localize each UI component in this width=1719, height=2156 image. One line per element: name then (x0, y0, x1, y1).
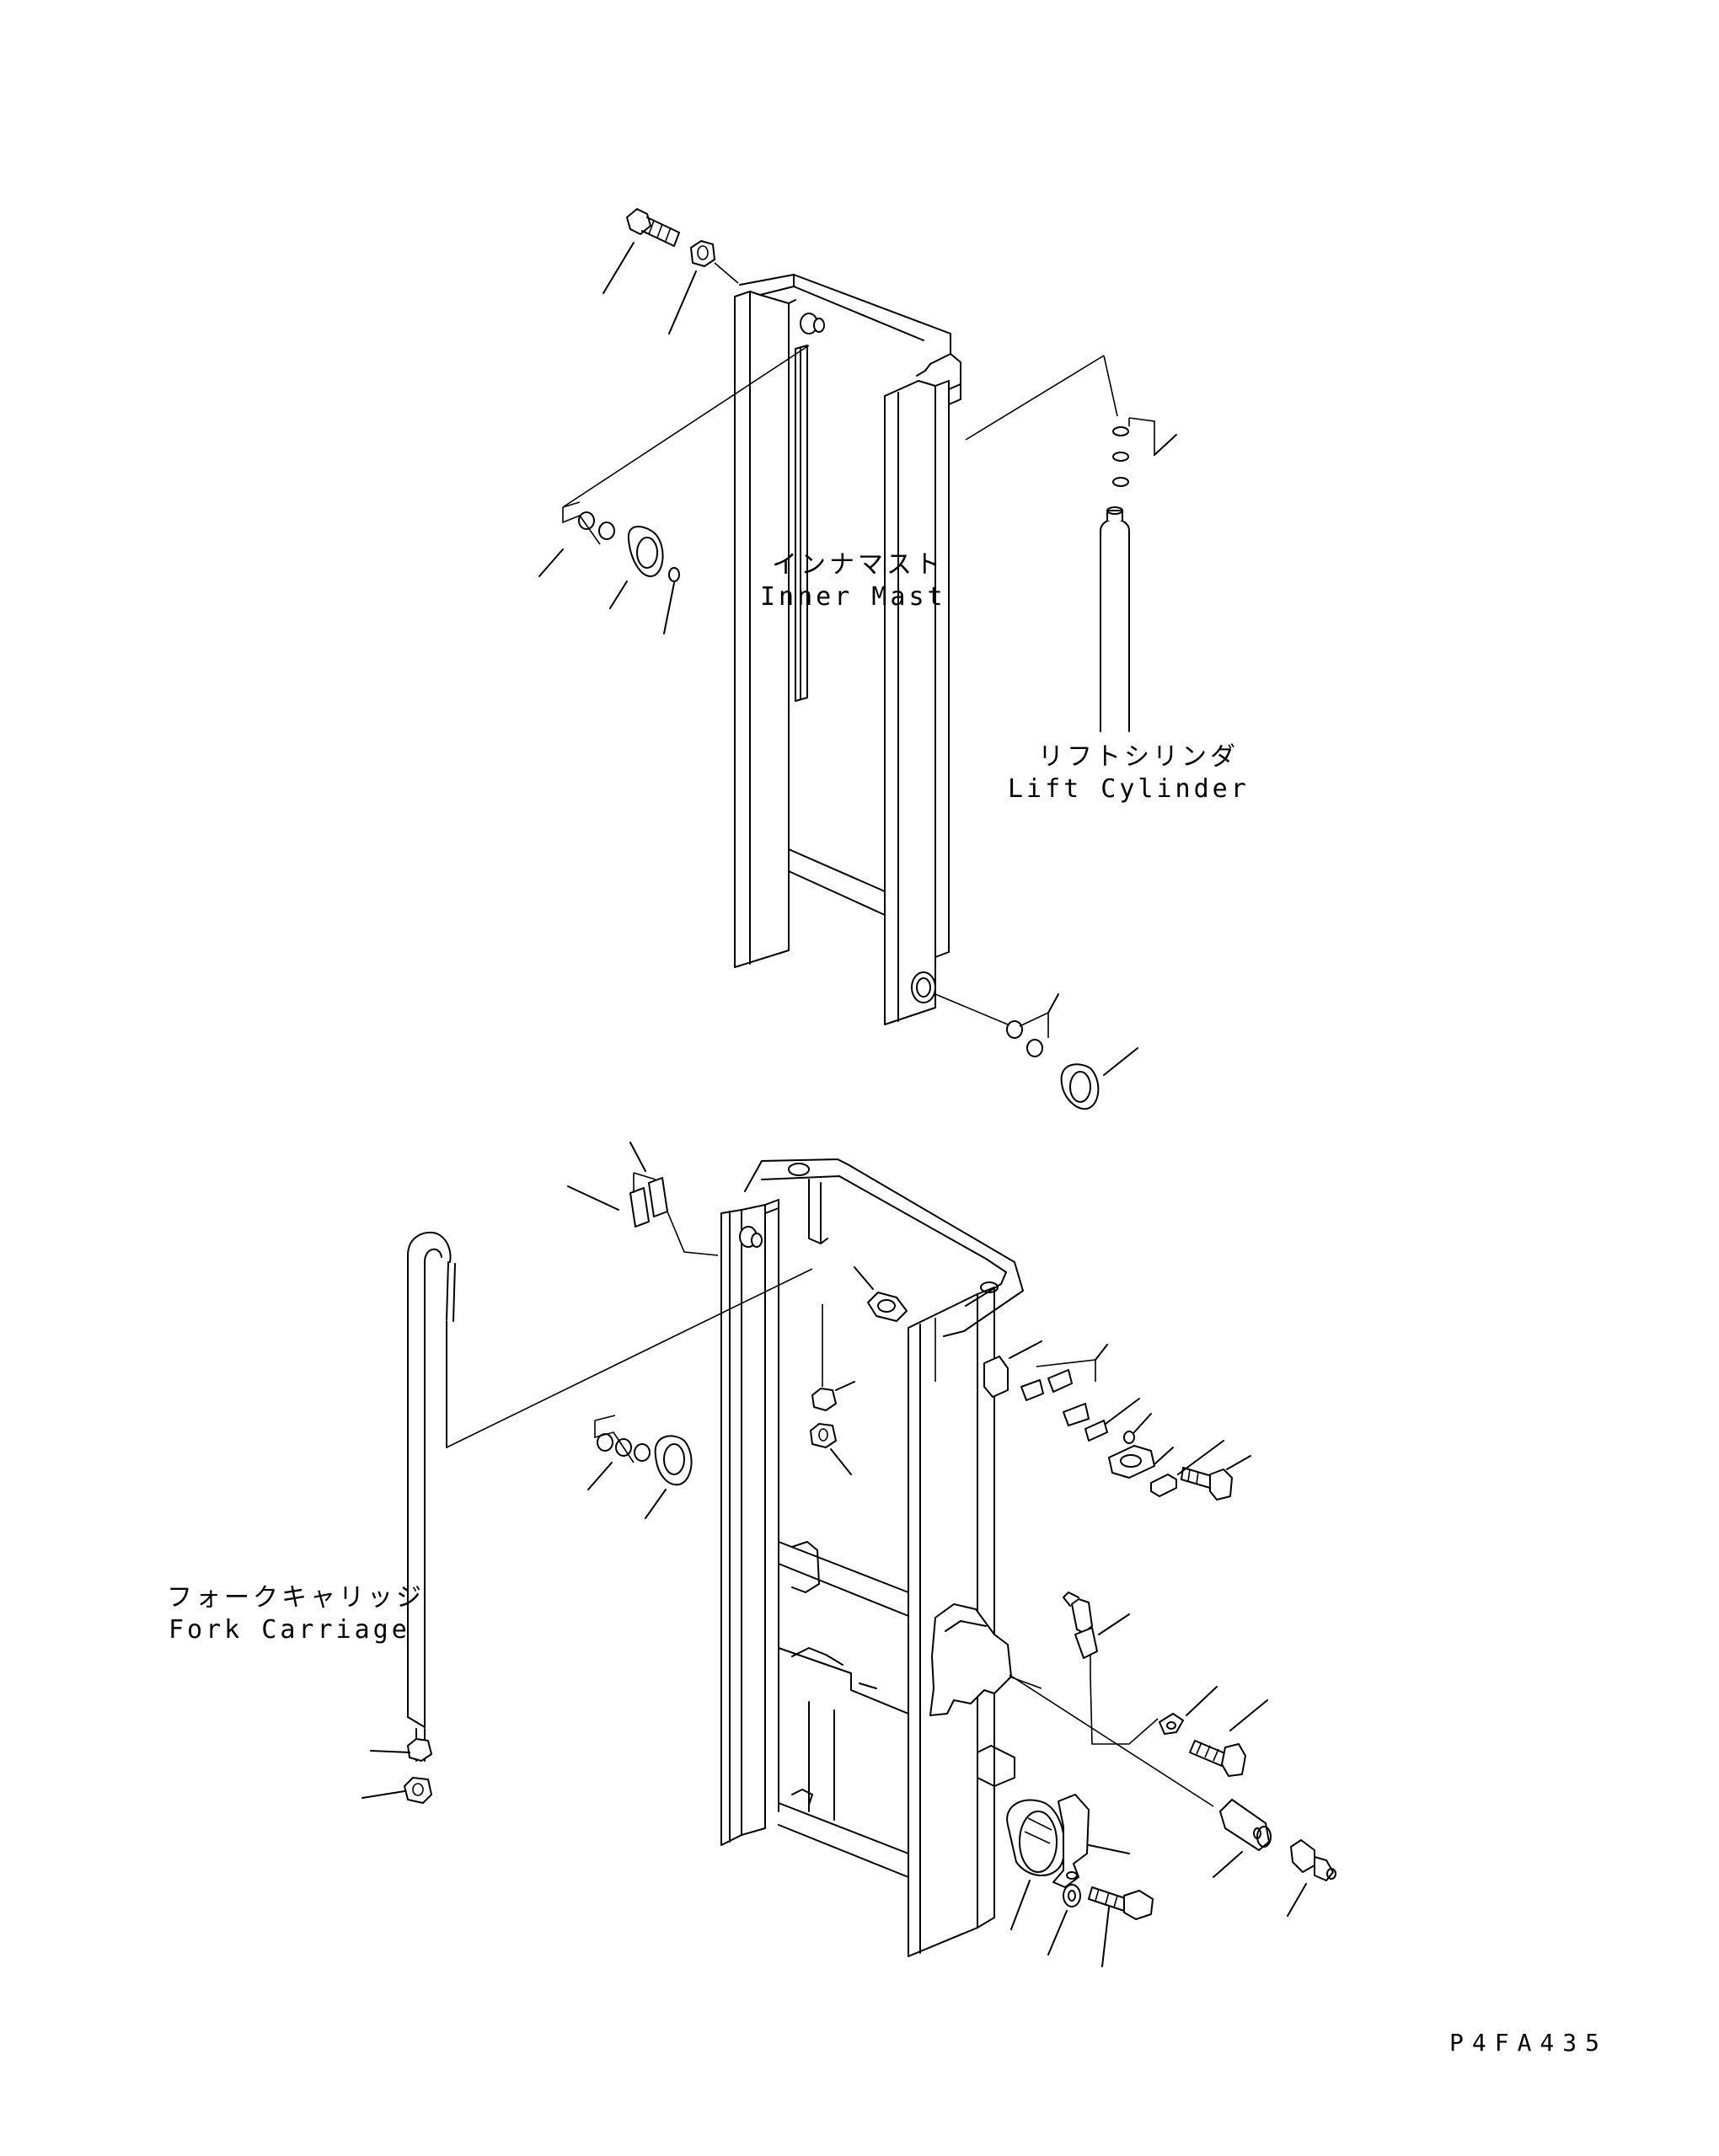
drawing-code: P4FA435 (1449, 2029, 1608, 2057)
label-inner-mast-jp: インナマスト (772, 550, 944, 580)
lift-cylinder (1100, 507, 1129, 731)
inner-mast (735, 275, 961, 1025)
grease-fitting-elbow (1063, 1592, 1129, 1677)
left-shim-set (539, 502, 614, 576)
washer (1048, 1885, 1080, 1955)
upper-bolt (603, 209, 679, 293)
tilt-bushing (1007, 1795, 1129, 1929)
cylinder-shims (966, 356, 1176, 486)
right-stopper-shims (984, 1341, 1224, 1496)
clip-bolt (1190, 1700, 1267, 1776)
lower-shim-set (935, 994, 1058, 1057)
lower-left-shims (588, 1415, 692, 1518)
leader-inner-mast (563, 345, 809, 507)
anchor-nuts (811, 1304, 854, 1474)
bottom-nuts (362, 1739, 431, 1803)
upper-roller (610, 527, 663, 608)
clamp-bolt (1089, 1887, 1153, 1966)
lower-roller (1062, 1048, 1138, 1109)
label-fork-carriage-en: Fork Carriage (169, 1615, 410, 1645)
label-fork-carriage-jp: フォークキャリッジ (167, 1583, 425, 1613)
label-lift-cylinder-jp: リフトシリンダ (1038, 742, 1239, 772)
chain-bracket (854, 1267, 907, 1321)
leader-pin (1009, 1675, 1213, 1806)
outer-mast (721, 1159, 1023, 1956)
tilt-pin (1213, 1800, 1271, 1877)
upper-nut (669, 241, 738, 334)
right-bolt (1181, 1456, 1250, 1500)
tilt-bracket (930, 1604, 1042, 1715)
small-ring (664, 568, 679, 634)
small-clip (1090, 1677, 1217, 1744)
label-inner-mast-en: Inner Mast (760, 582, 946, 612)
top-shim-plates (568, 1142, 718, 1255)
grease-nipple (1288, 1840, 1336, 1916)
fork-carriage-rod (408, 1233, 812, 1761)
label-lift-cylinder-en: Lift Cylinder (1008, 774, 1250, 804)
